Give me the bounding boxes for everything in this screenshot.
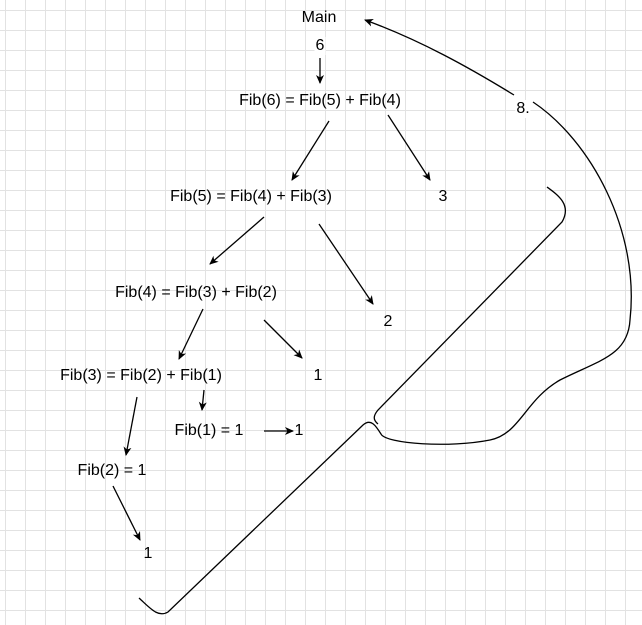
arrow-fib3-to-fib1	[198, 389, 207, 411]
arrow-fib5-to-result-2	[318, 223, 374, 305]
result-fib2-value: 1	[143, 545, 153, 562]
arrow-fib4-to-result-1	[263, 319, 303, 359]
result-fib3-value: 2	[383, 313, 393, 330]
result-fib2-value-top: 1	[313, 367, 323, 384]
arrow-return-to-main	[364, 18, 515, 96]
fib1-node: Fib(1) = 1	[174, 422, 244, 439]
edge-label-return-to-main: 8.	[515, 100, 531, 118]
arrow-fib3-to-fib2	[123, 396, 138, 456]
fib2-node: Fib(2) = 1	[77, 462, 147, 479]
result-fib4-value: 3	[438, 188, 448, 205]
result-fib1-value: 1	[294, 422, 304, 439]
main-node: Main	[301, 9, 337, 26]
edge-label-main-to-fib6: 6	[314, 37, 326, 55]
return-path-curve	[138, 101, 632, 615]
arrow-fib2-to-result-1	[112, 485, 141, 541]
return-path-inner	[373, 186, 567, 425]
arrow-fib6-to-result-3	[387, 114, 431, 181]
arrow-fib6-to-fib5	[291, 120, 330, 181]
arrow-fib5-to-fib4	[209, 216, 265, 265]
arrow-fib4-to-fib3	[178, 308, 204, 360]
fib4-node: Fib(4) = Fib(3) + Fib(2)	[115, 284, 277, 301]
fib6-node: Fib(6) = Fib(5) + Fib(4)	[239, 92, 401, 109]
fib3-node: Fib(3) = Fib(2) + Fib(1)	[60, 367, 222, 384]
fib5-node: Fib(5) = Fib(4) + Fib(3)	[170, 188, 332, 205]
